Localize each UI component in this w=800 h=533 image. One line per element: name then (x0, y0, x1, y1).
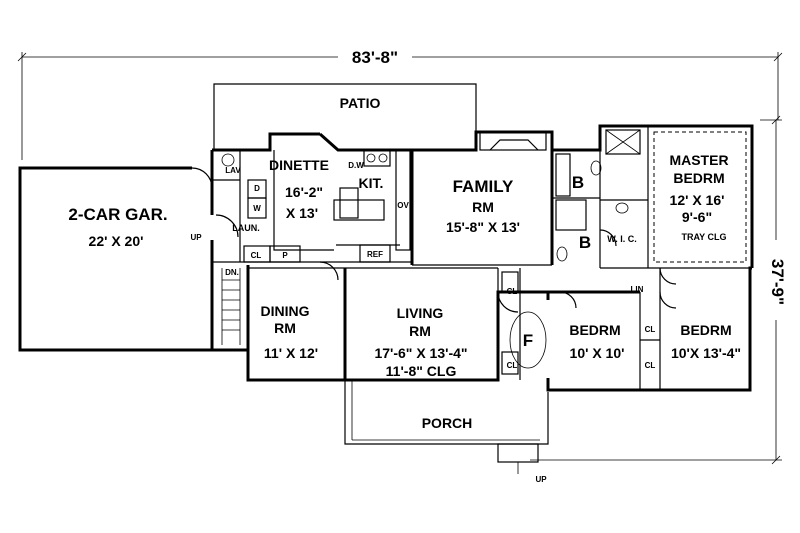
garage-up-label: UP (190, 233, 202, 242)
bath1-label: B (572, 173, 584, 192)
dinette-label: DINETTE (269, 157, 329, 173)
porch-up-label: UP (535, 475, 547, 484)
overall-width-dimension (17, 52, 783, 160)
dining-size: 11' X 12' (264, 345, 318, 361)
foyer-fixtures (501, 271, 547, 375)
stair (221, 268, 241, 345)
oven-label: OV (397, 201, 409, 210)
master-size: 12' X 16' (670, 192, 725, 208)
washer-label: W (253, 204, 261, 213)
lav-label: LAV (225, 166, 241, 175)
porch-outline (344, 380, 549, 474)
master-label-line2: BEDRM (673, 170, 724, 186)
overall-depth-dimension (530, 115, 782, 465)
garage-size: 22' X 20' (89, 233, 144, 249)
overall-width-label: 83'-8" (352, 48, 398, 67)
family-label-line1: FAMILY (453, 177, 514, 196)
wic-label: W. I. C. (607, 234, 637, 244)
door-swings (215, 214, 677, 313)
linen-closet-label: LIN (631, 285, 644, 294)
closet-bedroom-a-label: CL (645, 325, 656, 334)
closet-foyer-top-label: CL (507, 287, 518, 296)
kitchen-fixtures (273, 149, 411, 263)
bedroom3-size: 10'X 13'-4" (671, 345, 741, 361)
bath-fixtures (555, 129, 641, 262)
pantry-label: P (282, 251, 288, 260)
living-ceiling: 11'-8" CLG (386, 363, 457, 379)
dryer-label: D (254, 184, 260, 193)
dining-label-line1: DINING (261, 303, 310, 319)
family-size: 15'-8" X 13' (446, 219, 520, 235)
living-size: 17'-6" X 13'-4" (374, 345, 467, 361)
stair-down-label: DN. (225, 268, 239, 277)
closet-bedroom-b-label: CL (645, 361, 656, 370)
bedroom2-size: 10' X 10' (570, 345, 625, 361)
dishwasher-label: D.W (348, 161, 364, 170)
garage-label: 2-CAR GAR. (68, 205, 167, 224)
foyer-label: F (523, 331, 533, 350)
closet-laundry-label: CL (251, 251, 262, 260)
bath2-label: B (579, 233, 591, 252)
overall-depth-label: 37'-9" (768, 259, 787, 305)
family-label-line2: RM (472, 199, 494, 215)
closet-foyer-bottom-label: CL (507, 361, 518, 370)
fireplace (479, 131, 547, 151)
living-label-line1: LIVING (397, 305, 444, 321)
patio-label: PATIO (340, 95, 381, 111)
kitchen-size-line2: X 13' (286, 205, 318, 221)
laundry-fixtures (221, 153, 301, 263)
living-label-line2: RM (409, 323, 431, 339)
kitchen-size-line1: 16'-2" (285, 184, 323, 200)
garage-walls (18, 150, 214, 352)
master-label-line1: MASTER (669, 152, 728, 168)
kitchen-label: KIT. (359, 175, 384, 191)
master-ceiling-type: TRAY CLG (681, 232, 726, 242)
tray-ceiling-outline (653, 131, 747, 263)
bedroom2-label: BEDRM (569, 322, 620, 338)
porch-label: PORCH (422, 415, 473, 431)
laundry-label: LAUN. (232, 223, 260, 233)
dining-label-line2: RM (274, 320, 296, 336)
bedroom3-label: BEDRM (680, 322, 731, 338)
master-ceiling-height: 9'-6" (682, 209, 712, 225)
patio-outline (213, 83, 477, 150)
refrigerator-label: REF (367, 250, 383, 259)
